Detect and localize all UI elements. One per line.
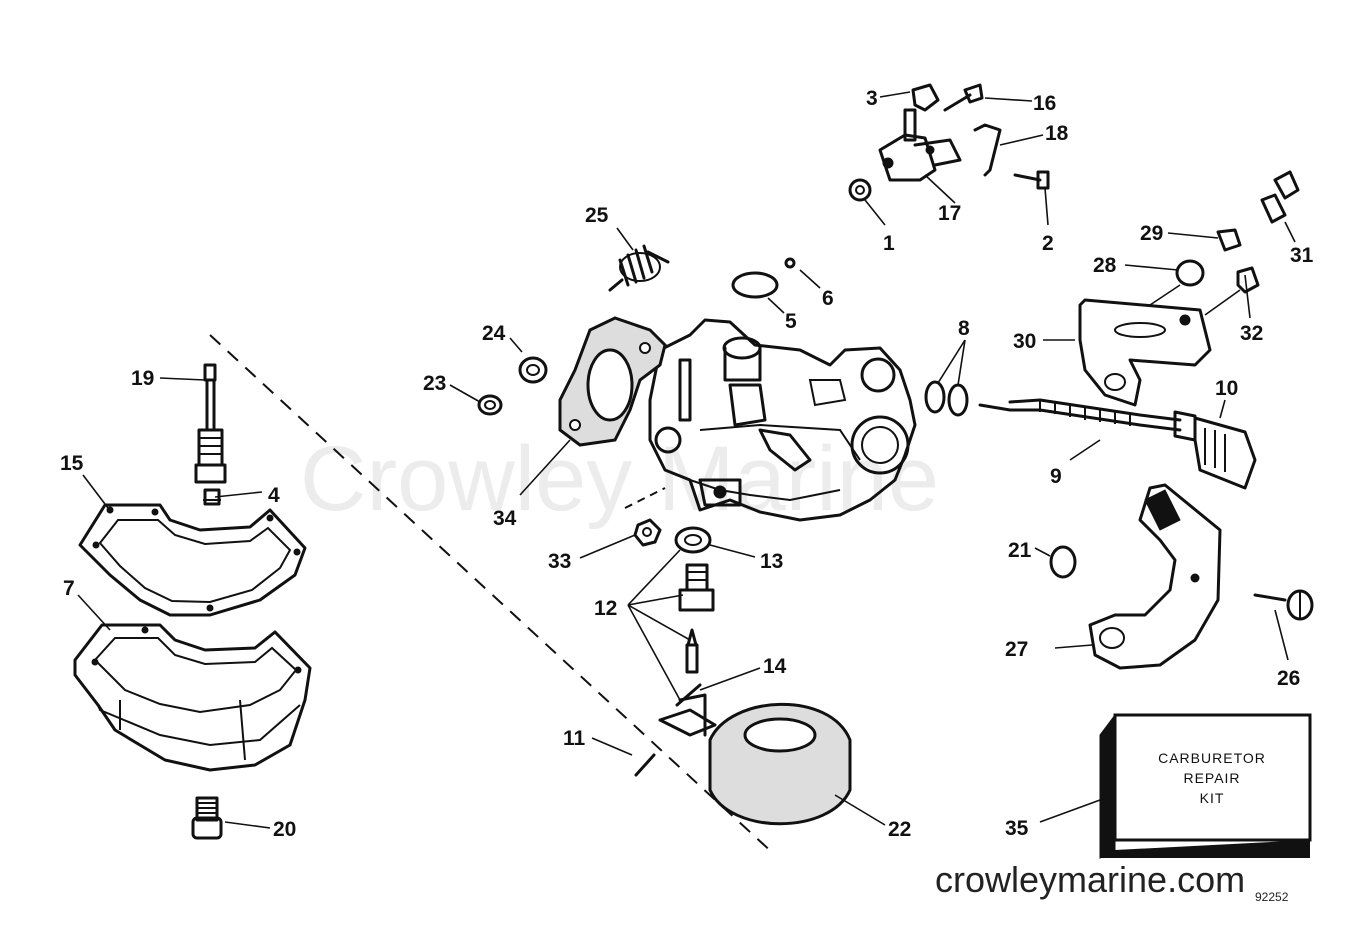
callout-4: 4 (268, 484, 280, 507)
check-ball-part (784, 257, 796, 269)
callout-9: 9 (1050, 465, 1062, 488)
callout-6: 6 (822, 287, 834, 310)
callout-31: 31 (1290, 244, 1314, 267)
callout-29: 29 (1140, 222, 1163, 245)
screw-31-part (1260, 170, 1300, 224)
leader-lines (77, 91, 1296, 829)
lever-27-part (1088, 483, 1222, 670)
callout-3: 3 (866, 87, 878, 110)
callout-7: 7 (63, 577, 75, 600)
pin-11-part (634, 753, 656, 777)
bracket-30-part (1078, 298, 1212, 407)
callout-28: 28 (1093, 254, 1117, 277)
assembly-dashed-line-2 (624, 487, 666, 509)
callout-32: 32 (1240, 322, 1263, 345)
callout-18: 18 (1045, 122, 1069, 145)
high-speed-needle-part (194, 363, 227, 484)
needle-12-part (685, 628, 699, 674)
callout-12: 12 (594, 597, 617, 620)
callout-19: 19 (131, 367, 154, 390)
screw-26-part (1253, 589, 1314, 621)
float-bowl-part (73, 623, 312, 772)
callout-14: 14 (763, 655, 787, 678)
nut-32-part (1236, 266, 1260, 294)
bowl-gasket-part (78, 503, 307, 617)
washer-1-part (848, 178, 872, 202)
cap-3-part (911, 83, 940, 112)
kit-line-2: REPAIR (1183, 770, 1240, 786)
drain-plug-part (191, 796, 223, 840)
callout-23: 23 (423, 372, 446, 395)
callout-labels: 3 16 18 17 1 2 25 6 5 8 29 31 28 32 30 1… (60, 87, 1314, 841)
callout-27: 27 (1005, 638, 1028, 661)
callout-21: 21 (1008, 539, 1032, 562)
repair-kit-box: CARBURETOR REPAIR KIT (1099, 713, 1312, 859)
jet-12-part (678, 563, 715, 612)
flange-gasket-part (558, 316, 667, 447)
callout-5: 5 (785, 310, 797, 333)
float-22-part (658, 693, 852, 826)
kit-line-3: KIT (1200, 790, 1225, 806)
assembly-dashed-line (209, 334, 776, 856)
figure-number: 92252 (1255, 890, 1289, 904)
packing-nut-10-part (1193, 416, 1257, 490)
needle-valve-9-part (978, 398, 1197, 442)
callout-22: 22 (888, 818, 911, 841)
site-url: crowleymarine.com (935, 859, 1245, 900)
callout-35: 35 (1005, 817, 1029, 840)
watermark: Crowley Marine (300, 428, 939, 530)
callout-24: 24 (482, 322, 506, 345)
callout-33: 33 (548, 550, 571, 573)
welch-plug-part (731, 271, 779, 299)
callout-25: 25 (585, 204, 609, 227)
link-18-part (973, 123, 1002, 177)
washer-28-part (1175, 259, 1205, 287)
throttle-lever-part (878, 108, 962, 182)
screw-16-part (943, 83, 984, 112)
kit-line-1: CARBURETOR (1158, 750, 1266, 766)
washers-8-part (924, 380, 969, 417)
callout-20: 20 (273, 818, 296, 841)
carburetor-body-part (648, 318, 917, 522)
callout-8: 8 (958, 317, 970, 340)
callout-2: 2 (1042, 232, 1054, 255)
washer-21-part (1049, 545, 1077, 579)
callout-13: 13 (760, 550, 783, 573)
hinge-pin-14-part (675, 683, 702, 707)
cup-plug-24-part (518, 356, 548, 384)
callout-11: 11 (563, 727, 586, 750)
callout-34: 34 (493, 507, 517, 530)
throttle-spring-part (608, 244, 670, 292)
callout-30: 30 (1013, 330, 1036, 353)
callout-26: 26 (1277, 667, 1300, 690)
clip-29-part (1216, 228, 1242, 252)
callout-16: 16 (1033, 92, 1056, 115)
gasket-13-part (674, 526, 712, 554)
callout-17: 17 (938, 202, 961, 225)
callout-15: 15 (60, 452, 84, 475)
callout-1: 1 (883, 232, 895, 255)
cup-plug-23-part (477, 394, 503, 416)
callout-10: 10 (1215, 377, 1238, 400)
screw-2-part (1013, 170, 1050, 190)
